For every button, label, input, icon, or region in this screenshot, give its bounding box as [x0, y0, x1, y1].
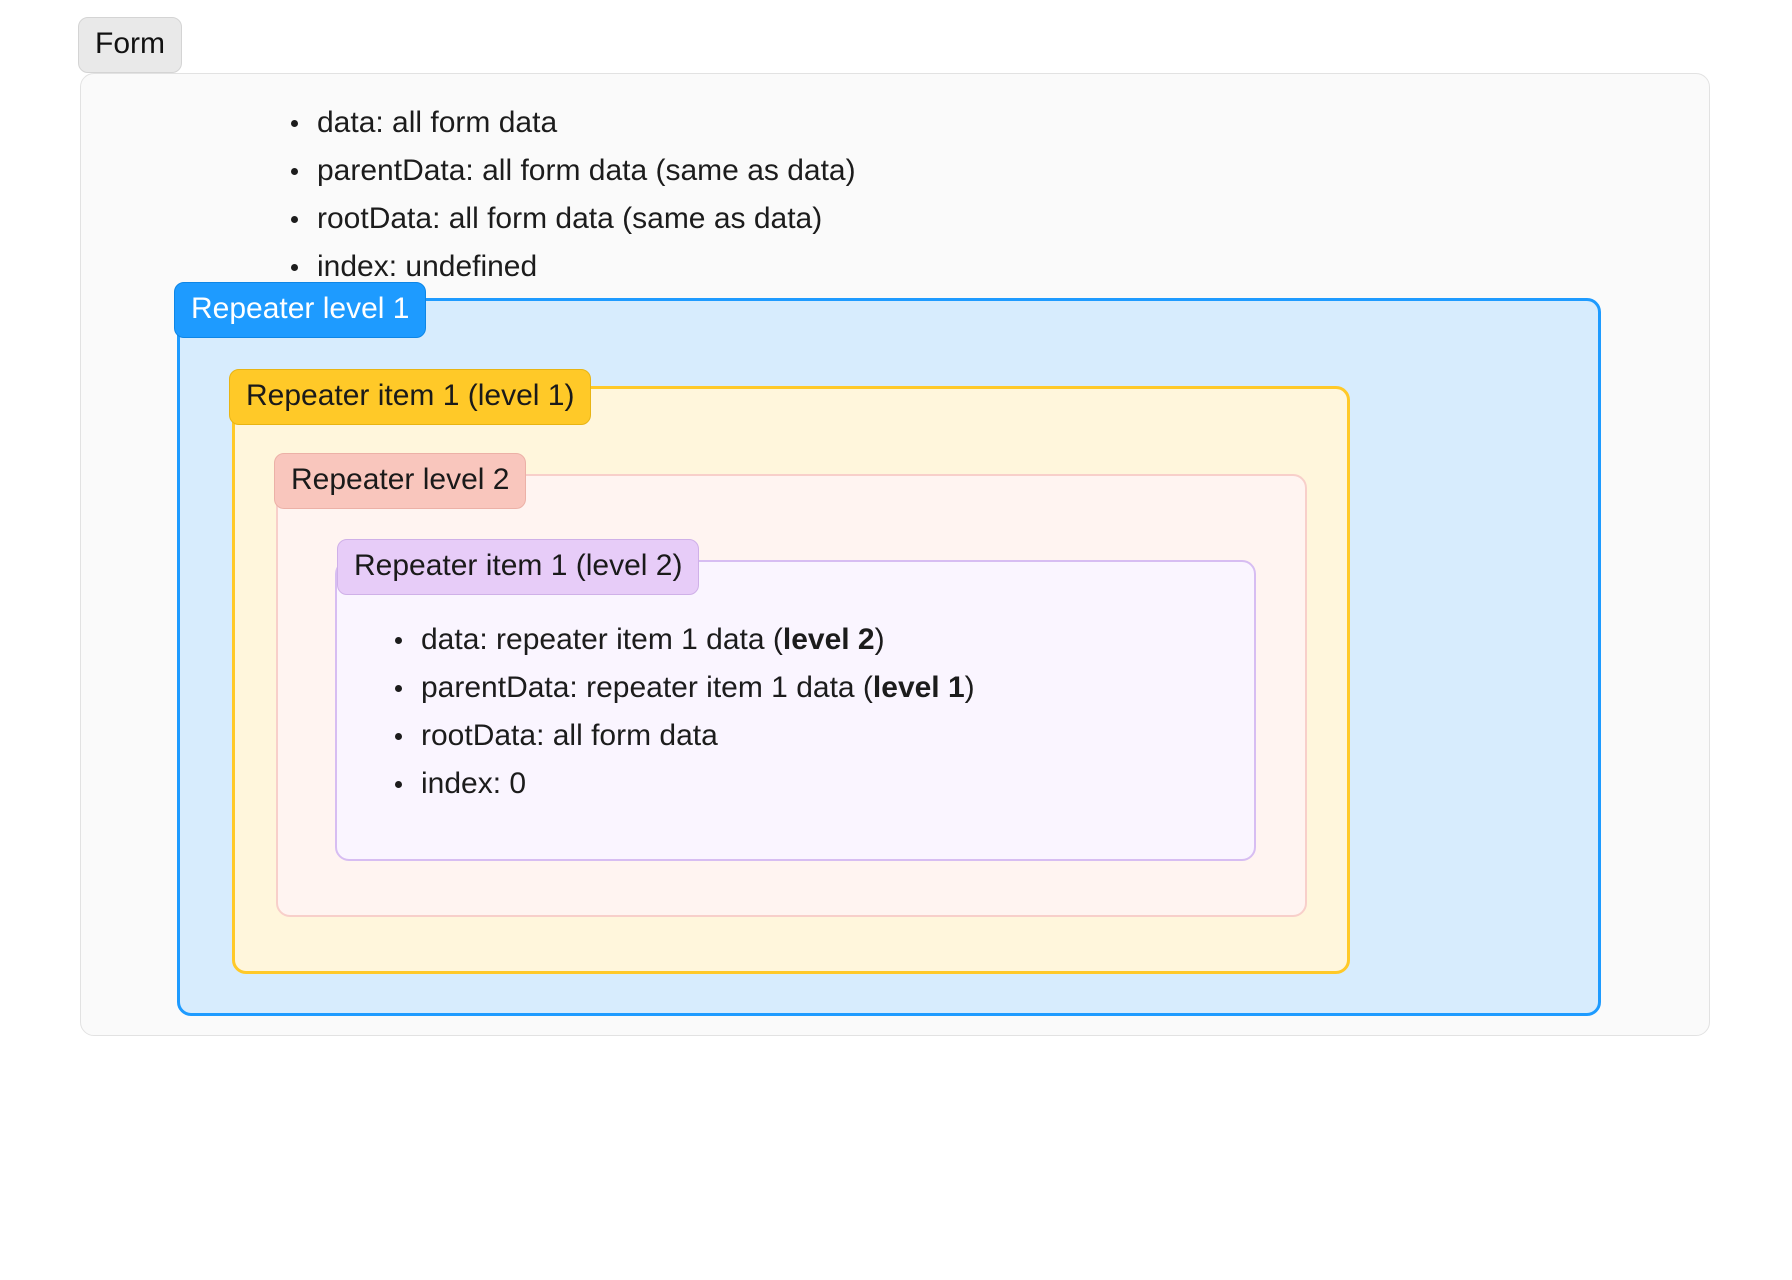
list-item: rootData: all form data: [387, 712, 975, 760]
repeater-level-1-badge: Repeater level 1: [174, 282, 427, 338]
repeater-level-1-container: Repeater level 1 Repeater item 1 (level …: [174, 282, 1601, 1016]
form-container: data: all form data parentData: all form…: [80, 73, 1710, 1036]
list-item: data: repeater item 1 data (level 2): [387, 616, 975, 664]
list-item: parentData: all form data (same as data): [283, 147, 856, 195]
form-badge: Form: [78, 17, 182, 73]
form-bullet-list: data: all form data parentData: all form…: [283, 99, 856, 291]
list-item: data: all form data: [283, 99, 856, 147]
repeater-item-1-level-2-badge: Repeater item 1 (level 2): [337, 539, 700, 595]
repeater-level-2-badge: Repeater level 2: [274, 453, 527, 509]
list-item: parentData: repeater item 1 data (level …: [387, 664, 975, 712]
repeater-item-1-level-2-container: Repeater item 1 (level 2) data: repeater…: [335, 539, 1256, 861]
list-item: rootData: all form data (same as data): [283, 195, 856, 243]
repeater-item-1-level-1-badge: Repeater item 1 (level 1): [229, 369, 592, 425]
list-item: index: 0: [387, 760, 975, 808]
repeater-item-1-level-1-container: Repeater item 1 (level 1) Repeater level…: [229, 369, 1350, 974]
list-item: index: undefined: [283, 243, 856, 291]
repeater-level-2-container: Repeater level 2 Repeater item 1 (level …: [274, 453, 1307, 917]
repeater-item-1-level-2-bullet-list: data: repeater item 1 data (level 2) par…: [387, 616, 975, 808]
